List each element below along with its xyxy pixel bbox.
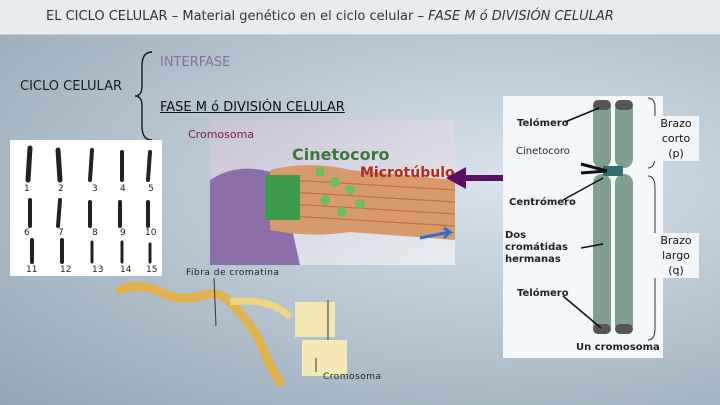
karyotype-number: 5 (148, 184, 154, 194)
karyotype-number: 6 (24, 228, 30, 238)
chromosome-label-bottom: Cromosoma (323, 372, 382, 382)
kinetochore-illustration (210, 120, 455, 265)
short-arm-label: Brazo corto (p) (653, 116, 699, 161)
karyotype-number: 14 (120, 265, 132, 275)
karyotype-number: 8 (92, 228, 98, 238)
karyotype-number: 3 (92, 184, 98, 194)
title-bar (0, 0, 720, 35)
curly-brace (134, 51, 153, 141)
one-chromosome-label: Un cromosoma (576, 342, 660, 353)
mphase-label: FASE M ó DIVISIÓN CELULAR (160, 100, 345, 115)
centromere-label: Centrómero (509, 197, 576, 208)
karyotype-number: 1 (24, 184, 30, 194)
sister-chromatids-label: Dos cromátidas hermanas (505, 230, 568, 265)
slide-title: EL CICLO CELULAR – Material genético en … (46, 9, 614, 24)
interphase-label: INTERFASE (160, 55, 231, 70)
chromatin-leader (213, 278, 217, 327)
cycle-label: CICLO CELULAR (20, 79, 123, 94)
karyotype-number: 10 (145, 228, 157, 238)
chromatin-illustration (115, 282, 347, 387)
karyotype-number: 9 (120, 228, 126, 238)
kinetochore-text: Cinetocoro (292, 145, 390, 164)
chromatin-label: Fibra de cromatina (186, 268, 280, 278)
chromosome-panel (503, 96, 663, 358)
kinetochore-label: Cinetocoro (516, 146, 570, 157)
telomere-bottom-label: Telómero (517, 288, 569, 299)
karyotype-panel (10, 140, 162, 276)
karyotype-number: 12 (60, 265, 72, 275)
karyotype-number: 13 (92, 265, 104, 275)
karyotype-image (25, 145, 152, 264)
karyotype-number: 7 (58, 228, 64, 238)
karyotype-number: 11 (26, 265, 38, 275)
long-arm-label: Brazo largo (q) (653, 233, 699, 278)
chromosome-diagram (562, 100, 633, 334)
karyotype-number: 2 (58, 184, 64, 194)
karyotype-number: 4 (120, 184, 126, 194)
chromosome-label-top: Cromosoma (188, 128, 255, 141)
microtubule-text: Microtúbulo (360, 165, 455, 181)
telomere-top-label: Telómero (517, 118, 569, 129)
title-italic: FASE M ó DIVISIÓN CELULAR (428, 9, 614, 24)
title-main: EL CICLO CELULAR – Material genético en … (46, 9, 429, 24)
karyotype-number: 15 (146, 265, 158, 275)
